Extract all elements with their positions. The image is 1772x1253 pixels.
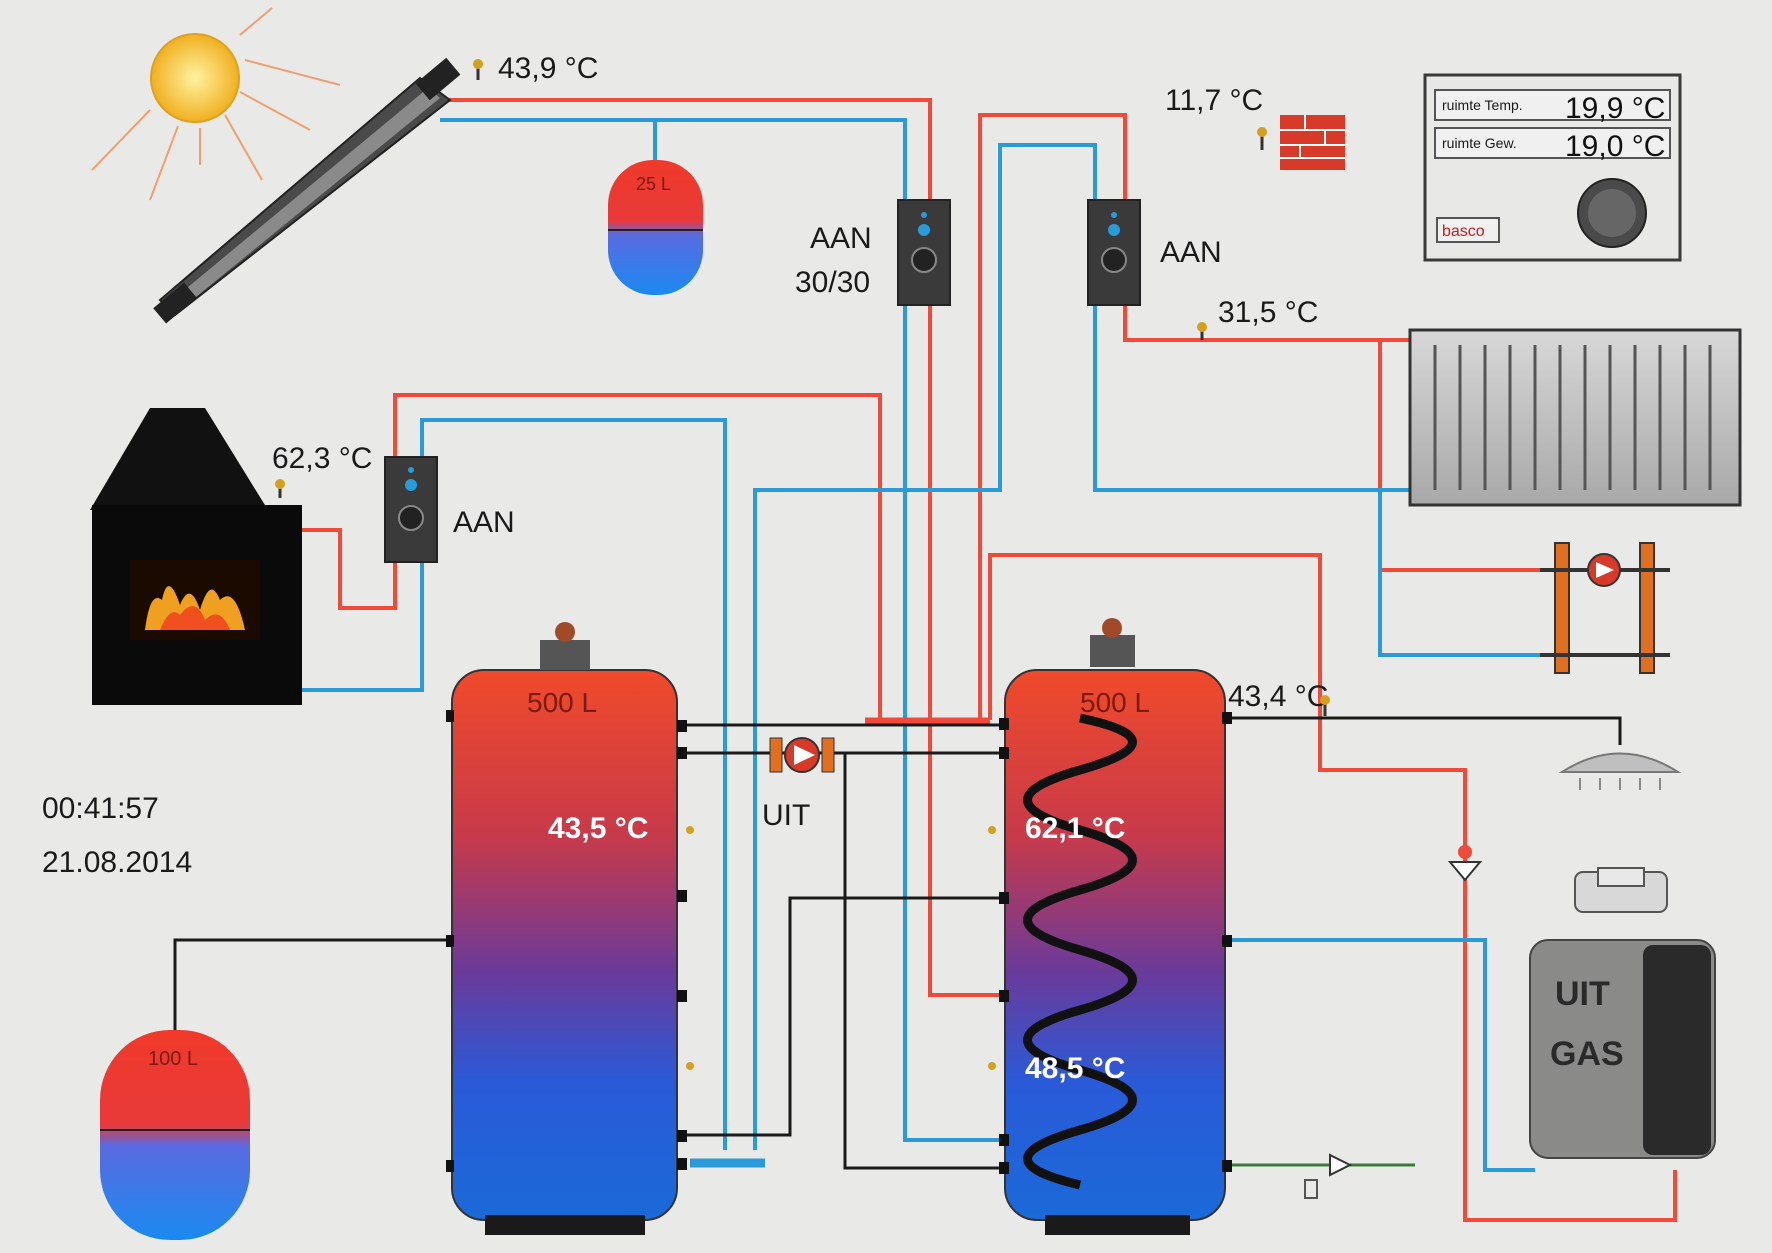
solar-collector-icon [153, 57, 461, 324]
buffer-tank-right [988, 618, 1232, 1235]
expansion-vessel-small-label: 25 L [636, 174, 671, 194]
right-tank-top-temperature: 62,1 °C [1025, 812, 1125, 845]
fireplace-icon [90, 408, 302, 705]
outdoor-temperature: 11,7 °C [1165, 84, 1263, 117]
mixing-valve-icon [1447, 845, 1483, 882]
radiator-icon [1408, 328, 1742, 507]
thermostat-room-temperature: 19,9 °C [1565, 92, 1665, 125]
collector-temperature-sensor [473, 59, 483, 80]
heating-pump-station[interactable] [1087, 199, 1141, 306]
solar-station-setting: 30/30 [795, 266, 870, 299]
left-tank-temperature: 43,5 °C [548, 812, 648, 845]
transfer-pump-status: UIT [762, 799, 810, 832]
solar-pump-station[interactable] [897, 199, 951, 306]
pipe-network [173, 98, 1677, 1222]
brick-wall-icon [1280, 115, 1345, 170]
gas-boiler-label: GAS [1550, 1035, 1624, 1073]
fireplace-temperature: 62,3 °C [272, 442, 372, 475]
gas-boiler-status: UIT [1555, 975, 1610, 1013]
expansion-vessel-large-label: 100 L [148, 1048, 198, 1070]
heating-flow-temperature: 31,5 °C [1218, 296, 1318, 329]
thermostat-setpoint-temperature: 19,0 °C [1565, 130, 1665, 163]
fireplace-station-status: AAN [453, 506, 515, 539]
right-tank-volume: 500 L [1080, 687, 1150, 718]
right-tank-outlet-temperature: 43,4 °C [1228, 680, 1328, 713]
thermostat-row2-label: ruimte Gew. [1442, 135, 1517, 151]
temperature-sensor-icon [1257, 127, 1267, 150]
collector-temperature: 43,9 °C [498, 52, 598, 85]
gas-boiler[interactable] [1529, 867, 1716, 1159]
expansion-vessel-small [608, 160, 703, 295]
heating-station-status: AAN [1160, 236, 1222, 269]
left-tank-volume: 500 L [527, 687, 597, 718]
heating-flow-sensor [1197, 322, 1207, 340]
solar-station-status: AAN [810, 222, 872, 255]
buffer-tank-left [446, 622, 694, 1235]
sun-icon [91, 7, 341, 201]
shower-icon [1558, 752, 1682, 790]
heating-pump-group[interactable] [1540, 542, 1670, 674]
thermostat-brand: basco [1442, 223, 1485, 240]
right-tank-bottom-temperature: 48,5 °C [1025, 1052, 1125, 1085]
thermostat-row1-label: ruimte Temp. [1442, 97, 1523, 113]
expansion-vessel-large [100, 1030, 250, 1240]
cold-water-valve-icon [1304, 1153, 1353, 1199]
outlet-temperature-sensor [1320, 695, 1330, 716]
gear-icon [1577, 178, 1647, 248]
fireplace-pump-station[interactable] [384, 456, 438, 563]
current-time: 00:41:57 [42, 792, 159, 825]
fireplace-temperature-sensor [275, 479, 285, 498]
current-date: 21.08.2014 [42, 846, 192, 879]
transfer-pump[interactable] [769, 737, 835, 773]
